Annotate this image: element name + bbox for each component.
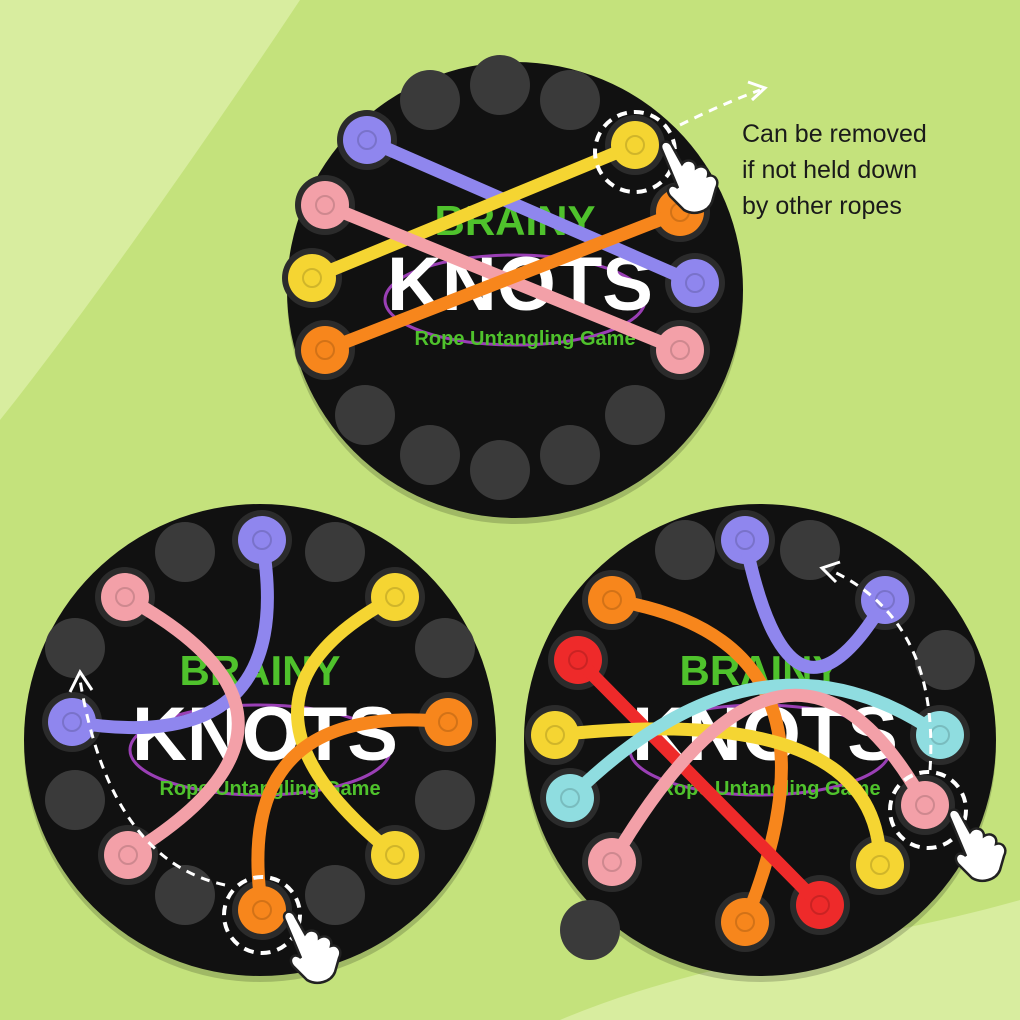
rope-end-knob [602, 852, 622, 872]
empty-peg-hole [155, 522, 215, 582]
pink-rope[interactable] [118, 590, 245, 862]
hand-shape [947, 808, 1007, 882]
rope-end-knob [560, 788, 580, 808]
background-light-shape [0, 0, 300, 420]
rope-end-knob [602, 590, 622, 610]
orange-rope[interactable] [318, 205, 687, 357]
rope-end-knob [438, 712, 458, 732]
empty-peg-hole [560, 900, 620, 960]
dashed-highlight-ring [888, 770, 968, 850]
purple-rope[interactable] [360, 133, 702, 290]
pointing-hand-icon [282, 910, 342, 984]
empty-peg-hole [305, 865, 365, 925]
logo-brand-bottom: KNOTS [132, 692, 398, 777]
yellow-rope[interactable] [548, 722, 887, 872]
logo-tagline: Rope Untangling Game [414, 328, 635, 350]
rope-end-knob [670, 340, 690, 360]
rope-end-knob [357, 130, 377, 150]
instruction-caption: Can be removed if not held down by other… [742, 116, 927, 224]
empty-peg-hole [540, 425, 600, 485]
arrow-head-icon [68, 669, 94, 693]
rope-end-knob [810, 895, 830, 915]
empty-peg-hole [540, 70, 600, 130]
orange-rope[interactable] [251, 713, 455, 917]
empty-peg-hole [45, 618, 105, 678]
rope-end-knob [118, 845, 138, 865]
empty-peg-hole [470, 440, 530, 500]
rope-end-knob [875, 590, 895, 610]
empty-peg-hole [415, 618, 475, 678]
yellow-rope[interactable] [305, 138, 642, 285]
empty-peg-hole [470, 55, 530, 115]
empty-peg-hole [915, 630, 975, 690]
arrow-head-icon [747, 80, 768, 102]
logo-swirl [383, 253, 647, 347]
empty-peg-hole [400, 70, 460, 130]
caption-line: by other ropes [742, 192, 902, 220]
empty-peg-hole [335, 385, 395, 445]
rope-end-knob [315, 340, 335, 360]
rope-end-knob [685, 273, 705, 293]
purple-rope[interactable] [738, 533, 892, 674]
pointing-hand-icon [947, 808, 1007, 882]
rope-end-knob [252, 900, 272, 920]
pink-rope[interactable] [605, 688, 932, 869]
logo-swirl [128, 703, 392, 797]
rope-end-knob [302, 268, 322, 288]
rope-end-knob [385, 587, 405, 607]
rope-end-knob [870, 855, 890, 875]
dashed-highlight-ring [222, 875, 302, 955]
cyan-rope[interactable] [563, 678, 947, 805]
arrow-head-icon [819, 560, 841, 584]
rope-end-knob [735, 530, 755, 550]
rope-end-knob [62, 712, 82, 732]
empty-peg-hole [655, 520, 715, 580]
rope-end-knob [115, 587, 135, 607]
caption-line: if not held down [742, 156, 918, 184]
dashed-arrow-path [679, 88, 761, 127]
empty-peg-hole [400, 425, 460, 485]
rope-end-knob [930, 725, 950, 745]
hand-shape [282, 910, 342, 984]
rope-end-knob [568, 650, 588, 670]
pointing-hand-icon [659, 140, 719, 214]
rope-end-knob [385, 845, 405, 865]
dashed-arrow-path [829, 568, 933, 771]
rope-end-knob [315, 195, 335, 215]
empty-peg-hole [45, 770, 105, 830]
rope-end-knob [252, 530, 272, 550]
empty-peg-hole [605, 385, 665, 445]
hand-shape [659, 140, 719, 214]
caption-line: Can be removed [742, 120, 927, 148]
dashed-arrow-path [78, 679, 226, 887]
empty-peg-hole [155, 865, 215, 925]
rope-end-knob [545, 725, 565, 745]
rope-end-knob [735, 912, 755, 932]
yellow-rope[interactable] [291, 590, 402, 862]
empty-peg-hole [305, 522, 365, 582]
red-rope[interactable] [571, 653, 827, 912]
rope-end-knob [625, 135, 645, 155]
rope-end-knob [915, 795, 935, 815]
empty-peg-hole [780, 520, 840, 580]
empty-peg-hole [415, 770, 475, 830]
